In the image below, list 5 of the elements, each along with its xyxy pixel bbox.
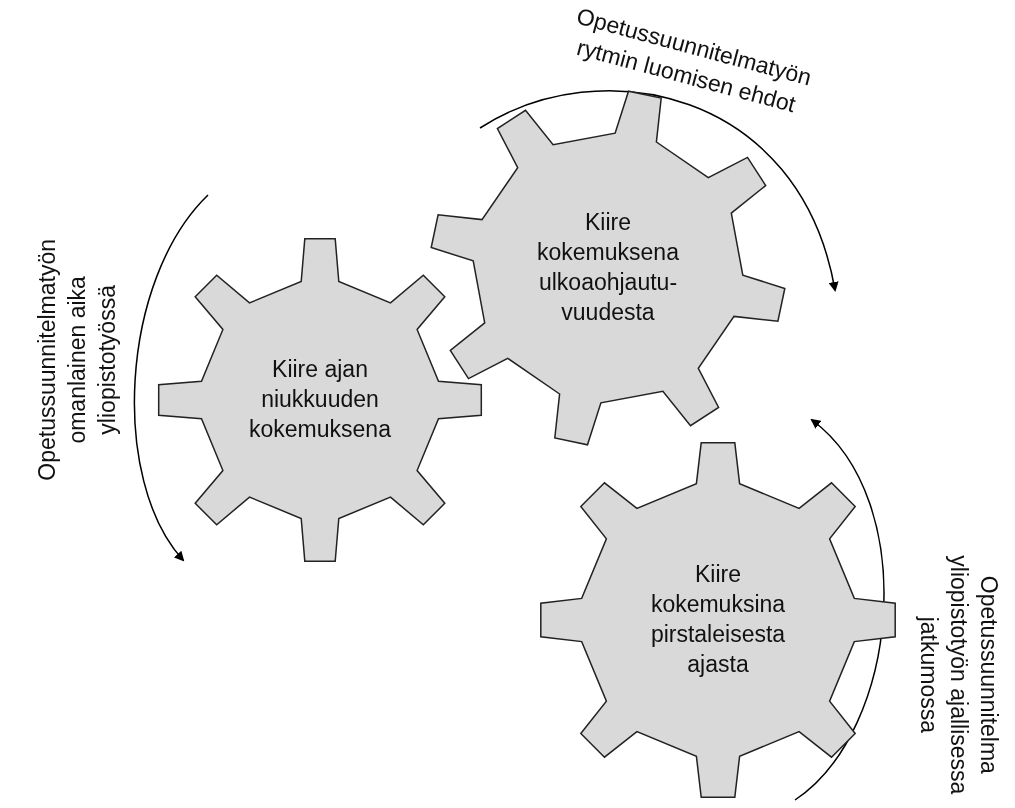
gear-label: Kiire kokemuksina pirstaleisesta ajasta [649,560,787,679]
arrow-caption: Opetussuunnitelmatyön omanlainen aika yliopistotyössä [33,238,121,483]
gear-label: Kiire kokemuksena ulkoaohjautu- vuudesta [536,208,680,327]
arrow-caption: Opetussuunnitelma yliopistotyön ajallisessa jatkumossa [915,554,1003,797]
gear-label: Kiire ajan niukkuuden kokemuksena [248,355,392,444]
